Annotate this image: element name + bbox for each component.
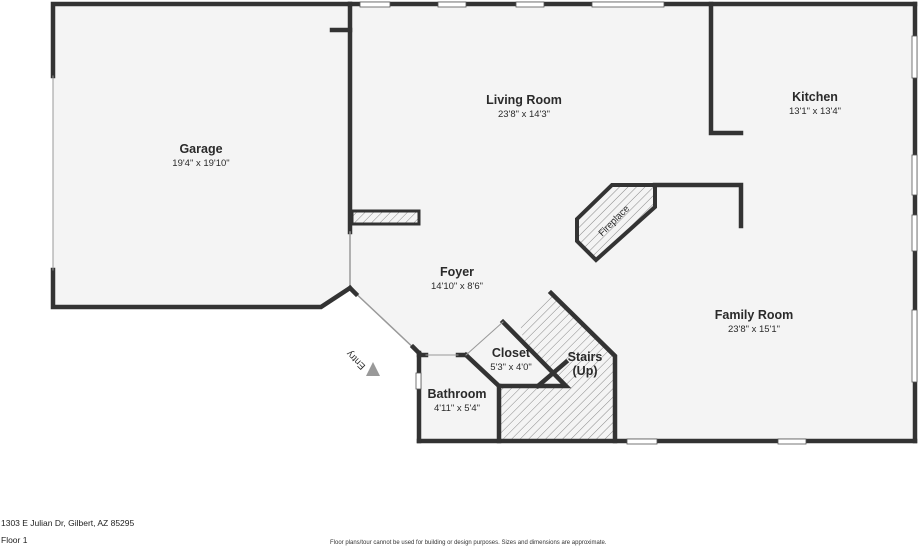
- counter-hatch: [350, 209, 421, 226]
- room-dims-living-room: 23'8" x 14'3": [498, 109, 550, 120]
- window: [777, 438, 807, 445]
- room-name-closet: Closet: [492, 346, 531, 360]
- room-dims-foyer: 14'10" x 8'6": [431, 281, 483, 292]
- stairs-inner-wall: [534, 358, 570, 390]
- window: [911, 154, 918, 196]
- stairs-wall: [547, 289, 618, 444]
- garage-wall-bottom: [50, 267, 354, 310]
- room-name-stairs: Stairs: [568, 350, 603, 364]
- fireplace-hatch: [575, 183, 657, 263]
- room-name-kitchen: Kitchen: [792, 90, 838, 104]
- window: [359, 1, 391, 8]
- room-dims-closet: 5'3" x 4'0": [490, 362, 532, 373]
- property-address: 1303 E Julian Dr, Gilbert, AZ 85295: [1, 518, 135, 528]
- window: [415, 372, 422, 390]
- room-name-bathroom: Bathroom: [427, 387, 486, 401]
- closet-door: [465, 321, 504, 356]
- disclaimer: Floor plans/tour cannot be used for buil…: [330, 540, 607, 546]
- window: [515, 1, 545, 8]
- kitchen-wall: [708, 1, 744, 136]
- foyer-window-wall: [346, 284, 360, 298]
- room-sub-stairs: (Up): [573, 364, 598, 378]
- room-name-foyer: Foyer: [440, 265, 474, 279]
- window: [626, 438, 658, 445]
- entry-wall: [348, 286, 421, 355]
- room-dims-garage: 19'4" x 19'10": [172, 158, 229, 169]
- room-dims-family-room: 23'8" x 15'1": [728, 324, 780, 335]
- garage-wall: [50, 1, 353, 79]
- entry-arrow-icon: [366, 362, 380, 376]
- room-name-family-room: Family Room: [715, 308, 794, 322]
- room-dims-kitchen: 13'1" x 13'4": [789, 106, 841, 117]
- window: [911, 309, 918, 383]
- floor-label: Floor 1: [1, 535, 28, 545]
- entry-label: Entry: [344, 348, 368, 372]
- room-name-living-room: Living Room: [486, 93, 562, 107]
- room-name-garage: Garage: [179, 142, 222, 156]
- window: [591, 1, 665, 8]
- closet-wall: [462, 318, 572, 389]
- window: [911, 214, 918, 252]
- room-dims-bathroom: 4'11" x 5'4": [434, 403, 480, 414]
- kitchen-island-wall: [652, 182, 744, 229]
- window: [911, 35, 918, 79]
- window: [437, 1, 467, 8]
- garage-floor: [53, 4, 350, 307]
